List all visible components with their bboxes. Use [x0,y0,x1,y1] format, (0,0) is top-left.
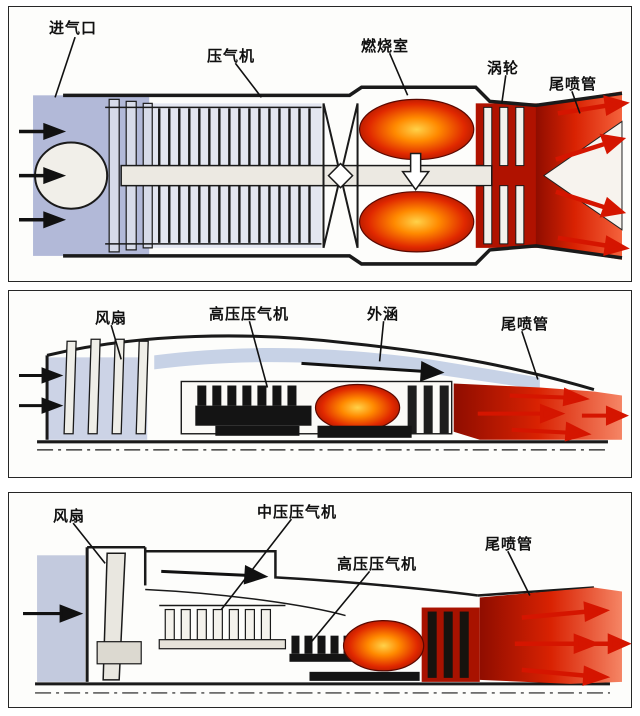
three-shaft-cutaway-drawing [23,518,631,694]
leader-lines [110,320,539,388]
turbine-blades [427,611,469,678]
turbofan-cutaway-drawing [19,320,629,451]
exhaust-plume [479,587,622,684]
panel-three-shaft-turbofan: 风扇 中压压气机 高压压气机 尾喷管 [8,492,632,708]
mid-frame-x-brace [322,103,359,249]
casing-bottom-line [63,244,623,266]
fan-blades [63,338,149,435]
panel-turbojet: 进气口 压气机 燃烧室 涡轮 尾喷管 [8,6,632,282]
bypass-duct-flow [154,348,540,390]
intake-flow-arrows [19,367,64,414]
label-bypass-duct: 外涵 [367,305,400,323]
label-exhaust-nozzle: 尾喷管 [501,315,550,333]
nacelle-top-line [46,334,595,391]
label-ip-compressor: 中压压气机 [257,503,338,521]
panel-turbofan: 风扇 高压压气机 外涵 尾喷管 [8,290,632,478]
under-core-structures [215,425,412,438]
hp-compressor-blades [158,108,311,243]
combustor-lower [358,191,475,253]
intake-flow-arrow [23,604,84,623]
ip-compressor-blades [158,604,287,650]
leader-lines [72,518,531,643]
label-compressor: 压气机 [207,47,256,65]
label-hp-compressor: 高压压气机 [209,305,290,323]
nozzle-top-line [477,586,595,597]
bypass-flow-arrow [301,361,445,382]
fan-hub [96,641,142,665]
inner-duct-line [145,588,346,617]
cowl-top-line [145,550,478,597]
label-combustion-chamber: 燃烧室 [361,37,410,55]
turbine-blades [407,385,449,434]
label-exhaust-nozzle: 尾喷管 [485,535,534,553]
hp-compressor-block [195,385,312,426]
combustor-upper [358,98,475,161]
label-turbine: 涡轮 [487,59,520,77]
exhaust-flow-arrows [555,95,630,256]
turbojet-cutaway-drawing [19,36,630,266]
turbine-blades [483,106,525,245]
rotation-arrow [401,152,431,191]
exhaust-flow-arrows [514,601,631,687]
compressor-inner-casing [105,106,322,245]
label-intake: 进气口 [49,19,98,37]
main-shaft [120,164,493,187]
label-fan: 风扇 [95,309,128,327]
label-hp-compressor: 高压压气机 [337,555,418,573]
intake-flow-arrows [19,122,67,229]
casing-top-line [63,85,623,108]
exhaust-flow-arrows [477,387,629,442]
fan-case [85,545,147,682]
label-fan: 风扇 [53,507,86,525]
under-core-structure [309,671,420,681]
combustor [342,619,425,672]
combustor [314,383,401,432]
leader-lines [54,36,581,114]
label-exhaust-nozzle: 尾喷管 [549,75,598,93]
